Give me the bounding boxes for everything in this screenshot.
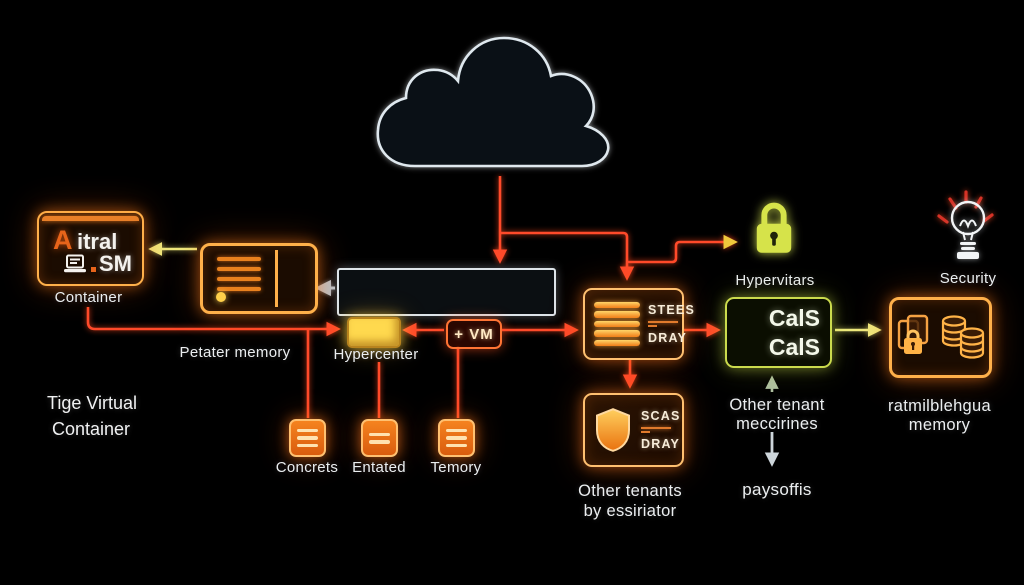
diagram-caption: Tige Virtual Container: [47, 390, 137, 442]
cals-node: CalS CalS: [725, 297, 832, 368]
container-label: Container: [54, 289, 123, 306]
mini-node-concrets: [289, 419, 326, 457]
hypercenter-node: [347, 317, 401, 348]
yellow-connectors: [148, 241, 882, 338]
storage-caption-line2: memory: [908, 416, 971, 434]
mini-label-concrets: Concrets: [275, 459, 339, 476]
list-stack-icon: [594, 301, 640, 347]
paysoffis-label: paysoffis: [742, 480, 812, 499]
cals-line1: CalS: [768, 305, 820, 332]
files-lock-icon: [897, 314, 929, 354]
dot-separator: [91, 266, 96, 272]
mini-node-temory: [438, 419, 475, 457]
scas-caption-line2: by essiriator: [583, 502, 677, 520]
container-title-accent: A: [53, 225, 73, 255]
container-subtitle: SM: [99, 251, 132, 276]
red-connectors: [86, 176, 738, 418]
server-label: Petater memory: [179, 344, 291, 361]
container-node: A itral SM: [37, 211, 144, 286]
lock-icon: [756, 202, 792, 253]
mini-node-entated: [361, 419, 398, 457]
mini-label-temory: Temory: [430, 459, 482, 476]
caption-line1: Tige Virtual: [47, 393, 138, 413]
server-node: [200, 243, 318, 314]
cals-line2: CalS: [768, 333, 820, 360]
database-icon: [941, 314, 985, 359]
vm-badge: + VM: [446, 319, 502, 349]
dispatcher-node: [337, 268, 556, 316]
mini-label-entated: Entated: [352, 459, 406, 476]
scas-caption-line1: Other tenants: [578, 482, 682, 500]
lock-label: Hypervitars: [735, 272, 815, 289]
lightbulb-icon: [950, 200, 986, 259]
hypercenter-label: Hypercenter: [333, 346, 419, 363]
container-titlebar: [42, 216, 139, 221]
cals-caption-line2: meccirines: [736, 415, 818, 433]
scas-subtitle: DRAY: [641, 437, 681, 451]
security-label: Security: [939, 270, 997, 287]
stees-subtitle: DRAY: [648, 331, 688, 345]
cloud-icon: [376, 36, 610, 168]
shield-icon: [596, 408, 630, 452]
cals-caption-line1: Other tenant: [729, 396, 825, 414]
container-title: itral: [76, 229, 118, 254]
stees-title: STEES: [648, 303, 695, 317]
storage-node: [889, 297, 992, 378]
caption-line2: Container: [52, 419, 131, 440]
laptop-icon: [64, 254, 86, 273]
scas-title: SCAS: [641, 409, 681, 423]
stees-node: STEES DRAY: [583, 288, 694, 360]
server-icon: [217, 257, 261, 261]
storage-caption-line1: ratmilblehgua: [888, 397, 991, 415]
scas-node: SCAS DRAY: [583, 393, 684, 467]
